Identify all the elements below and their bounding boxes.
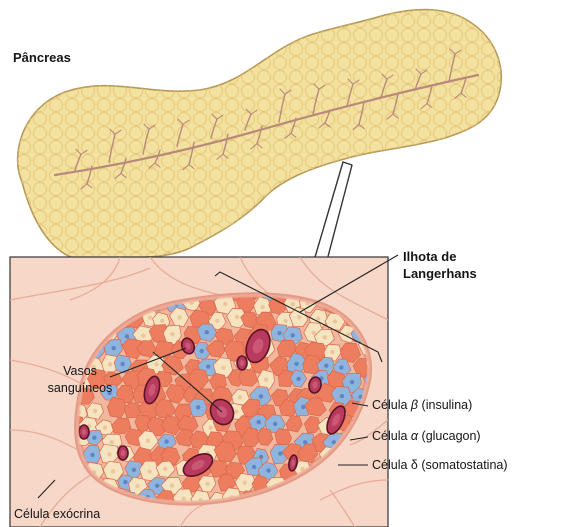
cell-nucleus — [205, 330, 209, 334]
cell-nucleus — [257, 420, 261, 424]
cell-nucleus — [155, 362, 159, 366]
cell-nucleus — [340, 394, 344, 398]
cell-nucleus — [324, 364, 328, 368]
cell-nucleus — [294, 362, 298, 366]
label-pancreas: Pâncreas — [13, 50, 71, 65]
cell-nucleus — [277, 331, 281, 335]
cell-nucleus — [206, 364, 210, 368]
cell-nucleus — [182, 497, 186, 501]
cell-nucleus — [90, 453, 94, 457]
beta-symbol: β — [411, 398, 418, 412]
cell-nucleus — [235, 315, 239, 319]
cell-nucleus — [170, 332, 174, 336]
cell-nucleus — [132, 468, 136, 472]
label-beta-cell: Célula β (insulina) — [372, 398, 472, 413]
label-exocrine-cell: Célula exócrina — [14, 507, 100, 522]
cell-nucleus — [333, 319, 337, 323]
alpha-symbol: α — [411, 429, 418, 443]
label-vessels-line2: sanguíneos — [36, 381, 124, 396]
cell-nucleus — [264, 378, 268, 382]
vessel-lumen — [240, 360, 245, 366]
cell-nucleus — [388, 495, 392, 499]
pancreas-organ — [18, 10, 502, 261]
label-islet-line2: Langerhans — [403, 266, 477, 281]
cell-nucleus — [148, 315, 152, 319]
cell-nucleus — [112, 346, 116, 350]
cell-nucleus — [252, 465, 256, 469]
cell-nucleus — [146, 439, 150, 443]
cell-nucleus — [111, 469, 115, 473]
cell-nucleus — [223, 302, 227, 306]
cell-nucleus — [221, 366, 225, 370]
cell-nucleus — [200, 349, 204, 353]
cell-nucleus — [107, 452, 111, 456]
cell-nucleus — [93, 409, 97, 413]
cell-nucleus — [291, 302, 295, 306]
cell-nucleus — [205, 482, 209, 486]
cell-nucleus — [330, 350, 334, 354]
cell-nucleus — [177, 315, 181, 319]
cell-nucleus — [164, 439, 168, 443]
cell-nucleus — [296, 377, 300, 381]
cell-nucleus — [316, 317, 320, 321]
cell-nucleus — [163, 467, 167, 471]
cell-nucleus — [196, 405, 200, 409]
cell-nucleus — [141, 334, 145, 338]
cell-nucleus — [125, 334, 129, 338]
cell-nucleus — [301, 405, 305, 409]
cell-nucleus — [147, 469, 151, 473]
cell-nucleus — [123, 480, 127, 484]
cell-nucleus — [135, 484, 139, 488]
cell-nucleus — [273, 422, 277, 426]
cell-nucleus — [339, 365, 343, 369]
label-alpha-cell: Célula α (glucagon) — [372, 429, 481, 444]
cell-nucleus — [110, 440, 114, 444]
cell-nucleus — [260, 305, 264, 309]
cell-nucleus — [283, 319, 287, 323]
cell-nucleus — [209, 426, 213, 430]
vessel-lumen — [121, 450, 126, 456]
cell-nucleus — [323, 335, 327, 339]
delta-symbol: δ — [411, 458, 418, 472]
cell-nucleus — [278, 451, 282, 455]
cell-nucleus — [92, 436, 96, 440]
cell-nucleus — [297, 315, 301, 319]
cell-nucleus — [266, 468, 270, 472]
cell-nucleus — [238, 395, 242, 399]
cell-nucleus — [243, 481, 247, 485]
cell-nucleus — [234, 409, 238, 413]
label-islet-line1: Ilhota de — [403, 249, 456, 264]
label-delta-cell: Célula δ (somatostatina) — [372, 458, 508, 473]
cell-nucleus — [291, 333, 295, 337]
cell-nucleus — [155, 484, 159, 488]
vessel-lumen — [82, 429, 87, 435]
cell-nucleus — [259, 394, 263, 398]
cell-nucleus — [350, 380, 354, 384]
cell-nucleus — [103, 425, 107, 429]
cell-nucleus — [215, 319, 219, 323]
label-vessels-line1: Vasos — [36, 364, 124, 379]
cell-nucleus — [160, 319, 164, 323]
cell-nucleus — [170, 483, 174, 487]
cell-nucleus — [312, 331, 316, 335]
